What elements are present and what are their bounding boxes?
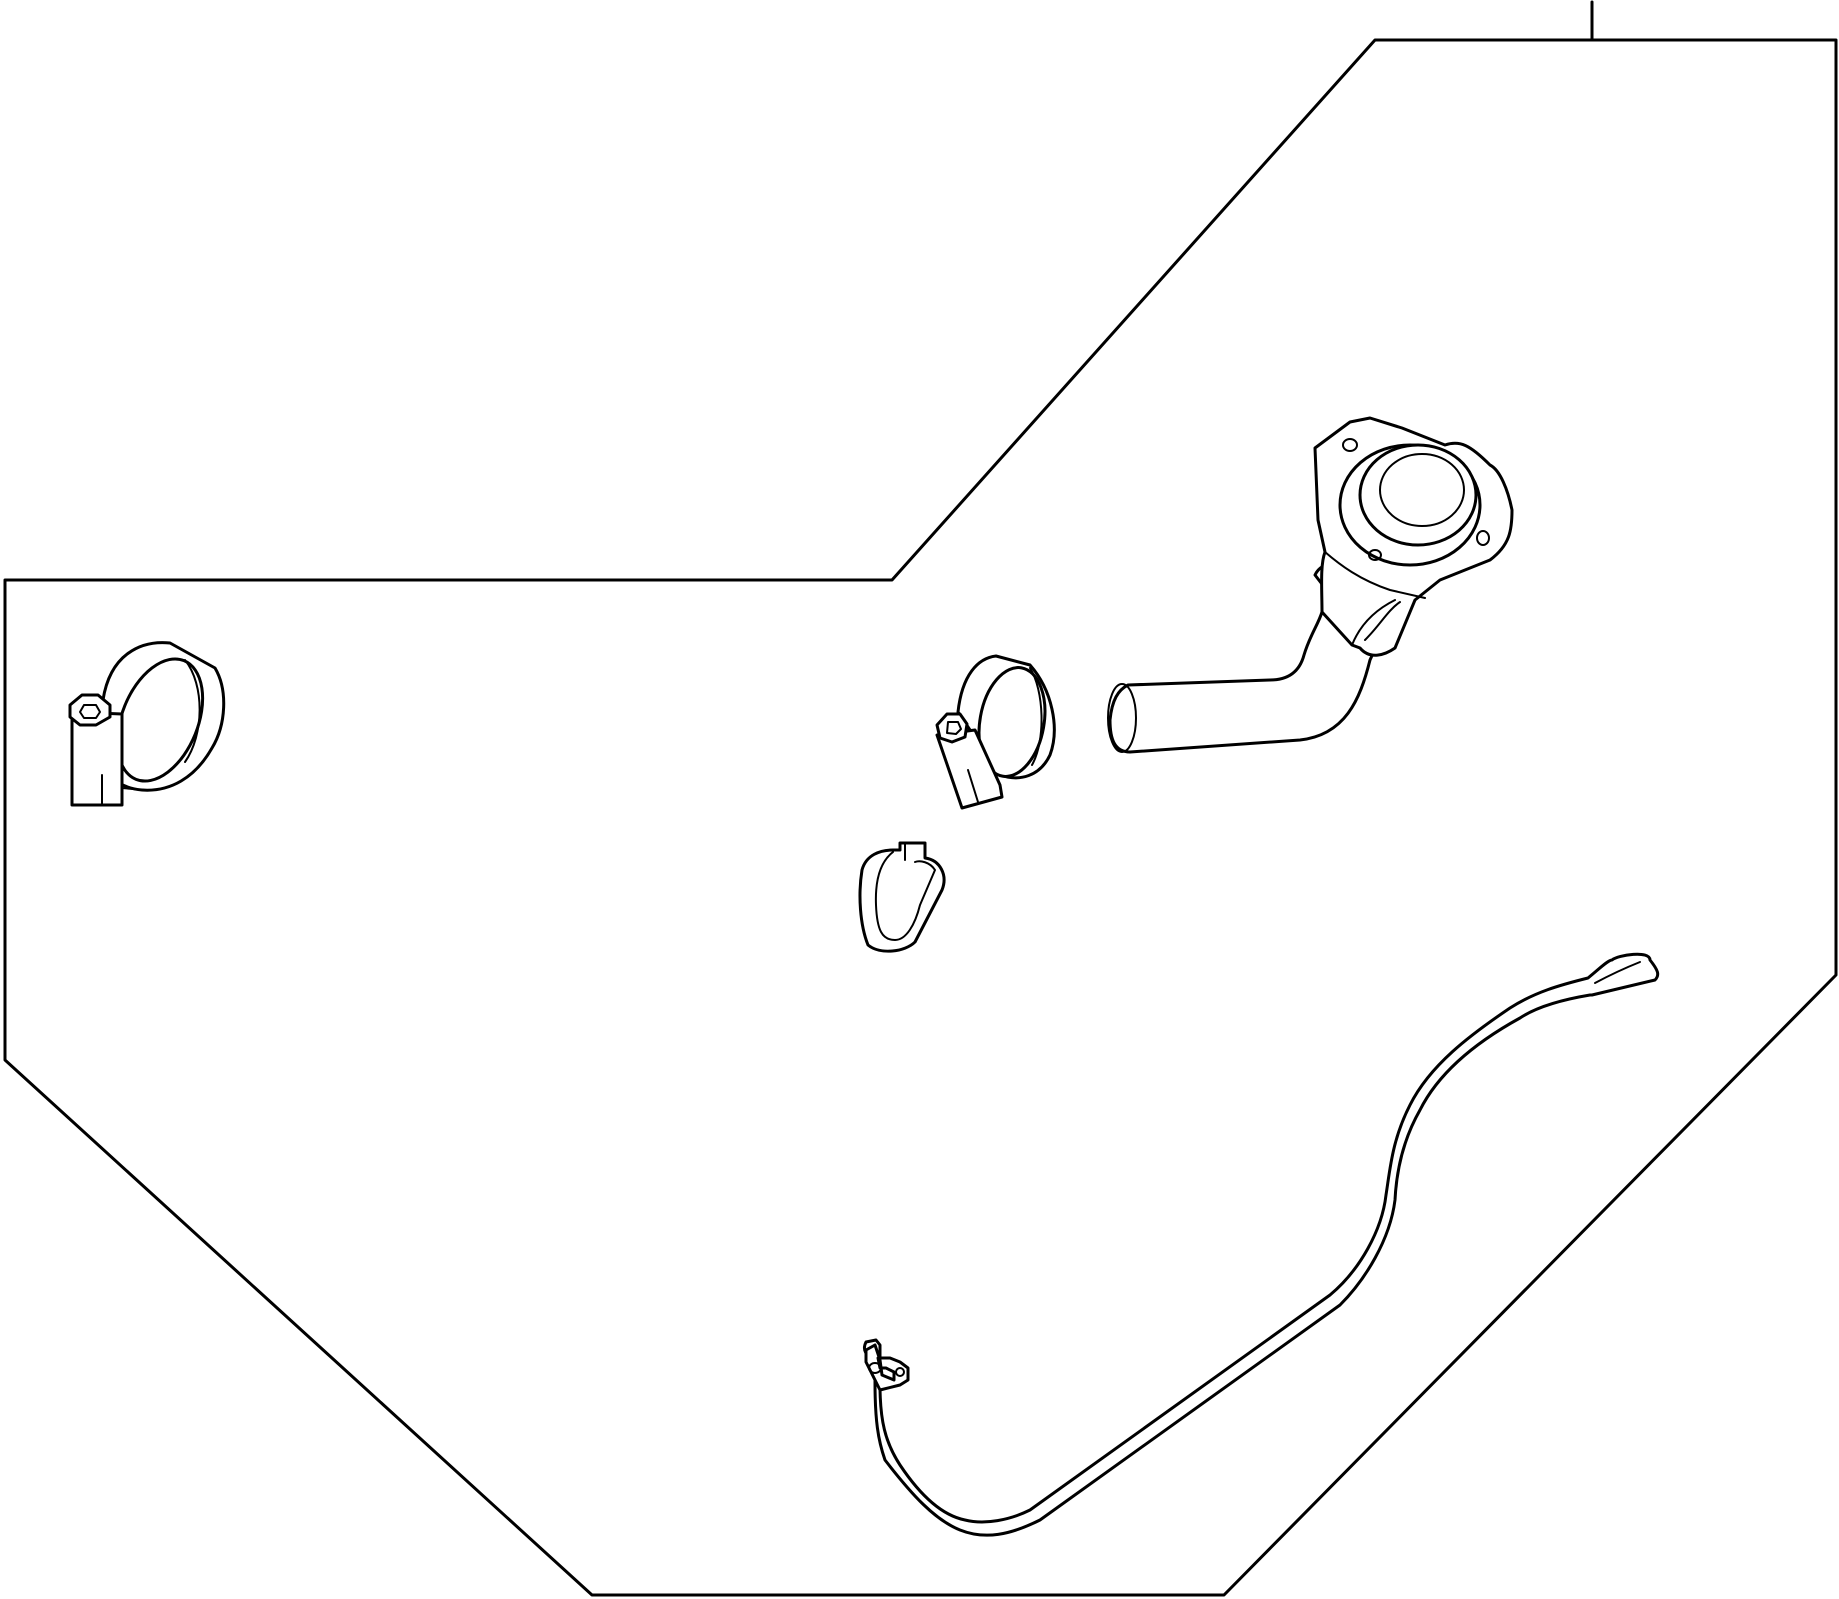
filler-pipe-icon xyxy=(1107,416,1514,754)
clip-icon xyxy=(858,841,946,953)
hose-clamp-left-icon xyxy=(68,641,226,807)
vent-tube-icon xyxy=(862,952,1660,1537)
hose-clamp-center-icon xyxy=(935,654,1056,810)
assembly-panel xyxy=(3,38,1838,1597)
